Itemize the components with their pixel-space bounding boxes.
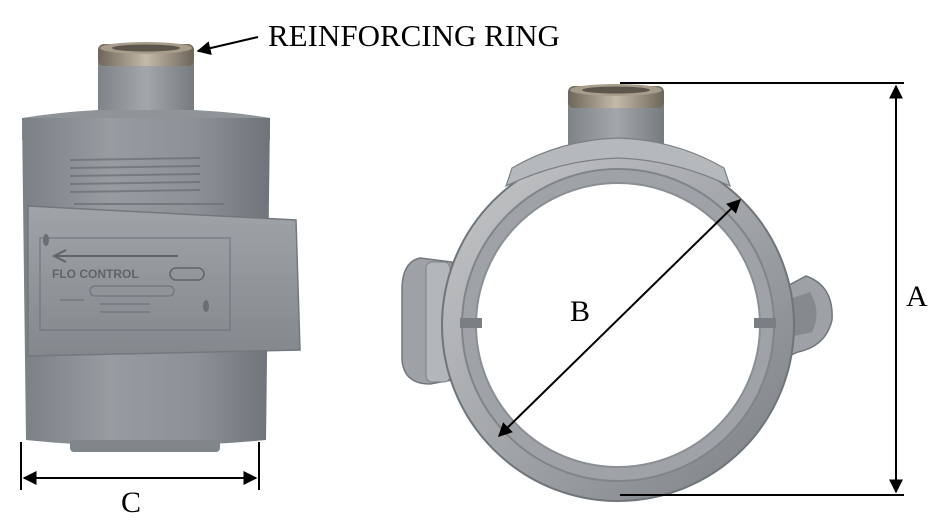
saddle-ring-inner <box>475 182 761 468</box>
dimension-c: C <box>20 442 260 519</box>
dimension-b-label: B <box>570 295 590 328</box>
dimension-a: A <box>620 82 928 496</box>
reinforcing-ring-label: REINFORCING RING <box>268 18 560 53</box>
dimension-b: B <box>497 199 742 437</box>
reinforcing-ring-pointer <box>196 36 259 55</box>
side-view-saddle: FLO CONTROL <box>22 42 301 452</box>
front-view-saddle <box>401 84 833 502</box>
flo-control-text: FLO CONTROL <box>52 267 139 281</box>
strap <box>27 205 301 357</box>
dimension-a-label: A <box>906 280 928 313</box>
embossed-text-block <box>69 157 224 205</box>
dimension-c-label: C <box>121 486 141 519</box>
flow-arrow-icon <box>51 249 178 263</box>
